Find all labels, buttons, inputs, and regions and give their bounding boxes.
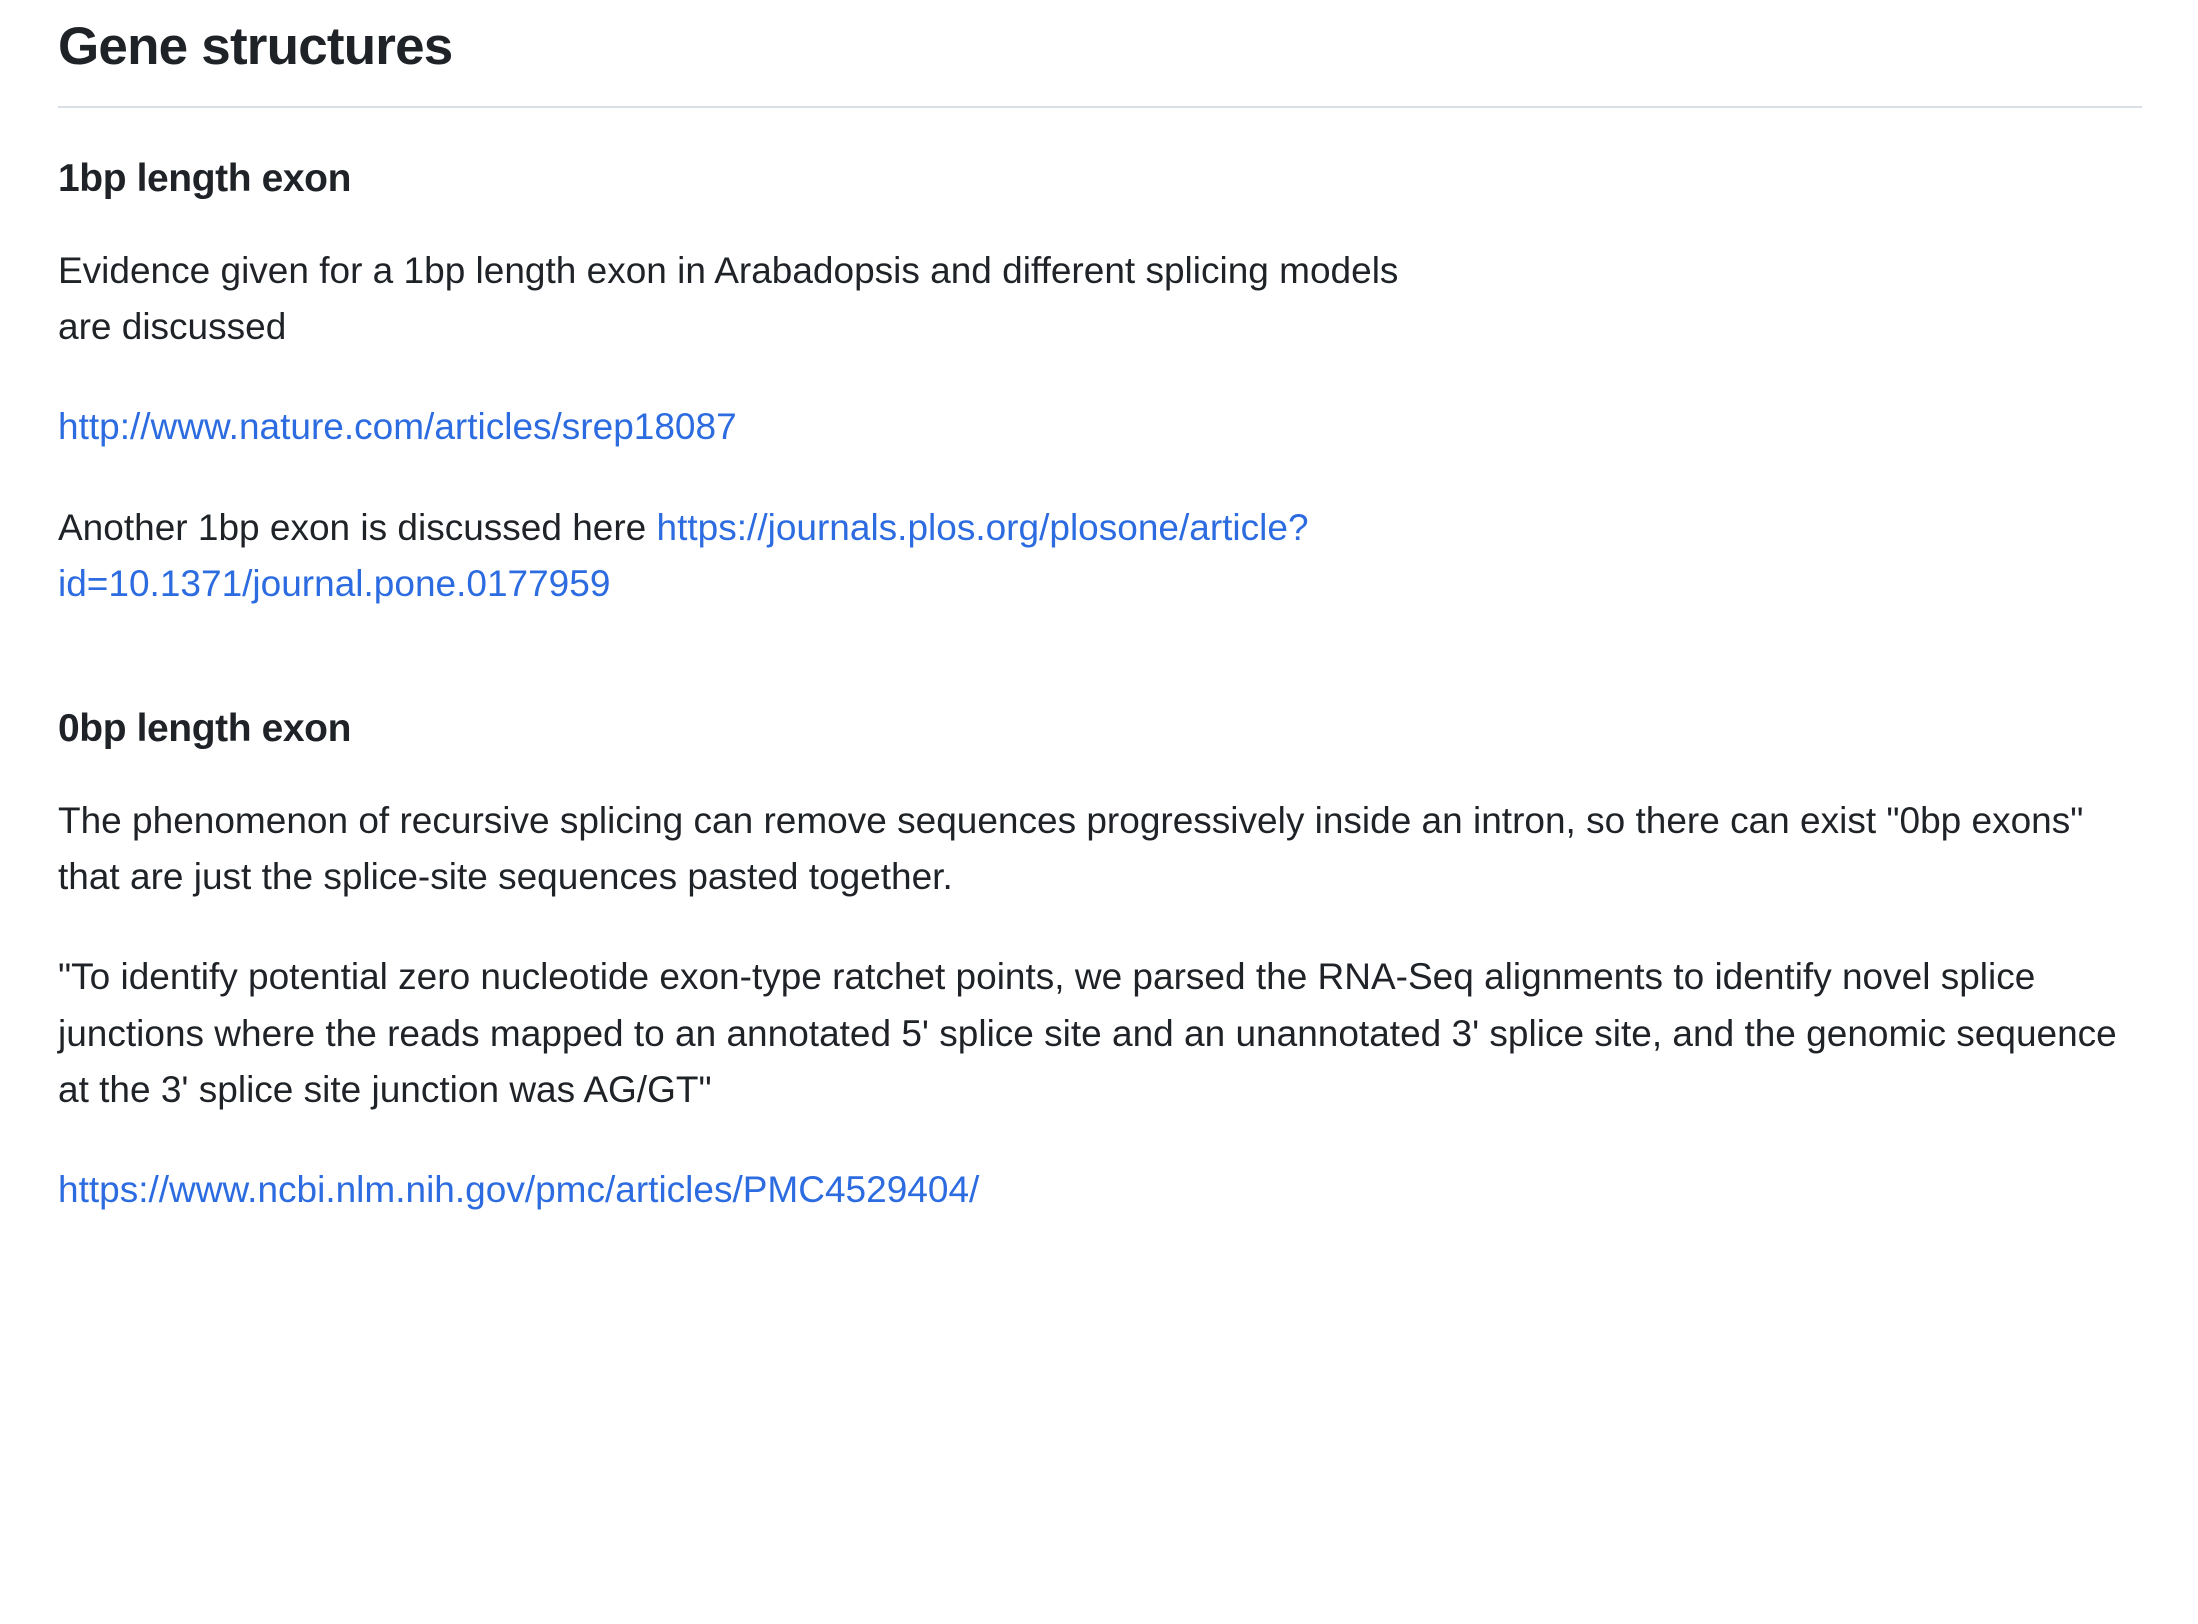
link-ncbi-pmc4529404[interactable]: https://www.ncbi.nlm.nih.gov/pmc/article… [58, 1168, 980, 1210]
link-paragraph-ncbi: https://www.ncbi.nlm.nih.gov/pmc/article… [58, 1162, 2142, 1218]
paragraph-another-1bp-exon-prefix: Another 1bp exon is discussed here [58, 506, 657, 548]
paragraph-recursive-splicing: The phenomenon of recursive splicing can… [58, 799, 2084, 898]
paragraph-ratchet-points-quote: "To identify potential zero nucleotide e… [58, 956, 2117, 1110]
link-nature-srep18087[interactable]: http://www.nature.com/articles/srep18087 [58, 406, 737, 448]
paragraph-another-1bp-exon: Another 1bp exon is discussed here https… [58, 500, 1598, 612]
link-paragraph-nature: http://www.nature.com/articles/srep18087 [58, 399, 2142, 455]
section-0bp-exon: 0bp length exon [58, 704, 2142, 755]
paragraph-1bp-evidence: Evidence given for a 1bp length exon in … [58, 249, 1399, 348]
link-plos-journal-pone[interactable]: https://journals.plos.org/plosone/articl… [58, 506, 1309, 604]
title-divider [58, 106, 2142, 109]
section-heading-1bp-exon: 1bp length exon [58, 157, 352, 201]
section-1bp-exon: 1bp length exon [58, 154, 2142, 205]
page-title: Gene structures [58, 17, 453, 76]
section-heading-0bp-exon: 0bp length exon [58, 707, 352, 751]
